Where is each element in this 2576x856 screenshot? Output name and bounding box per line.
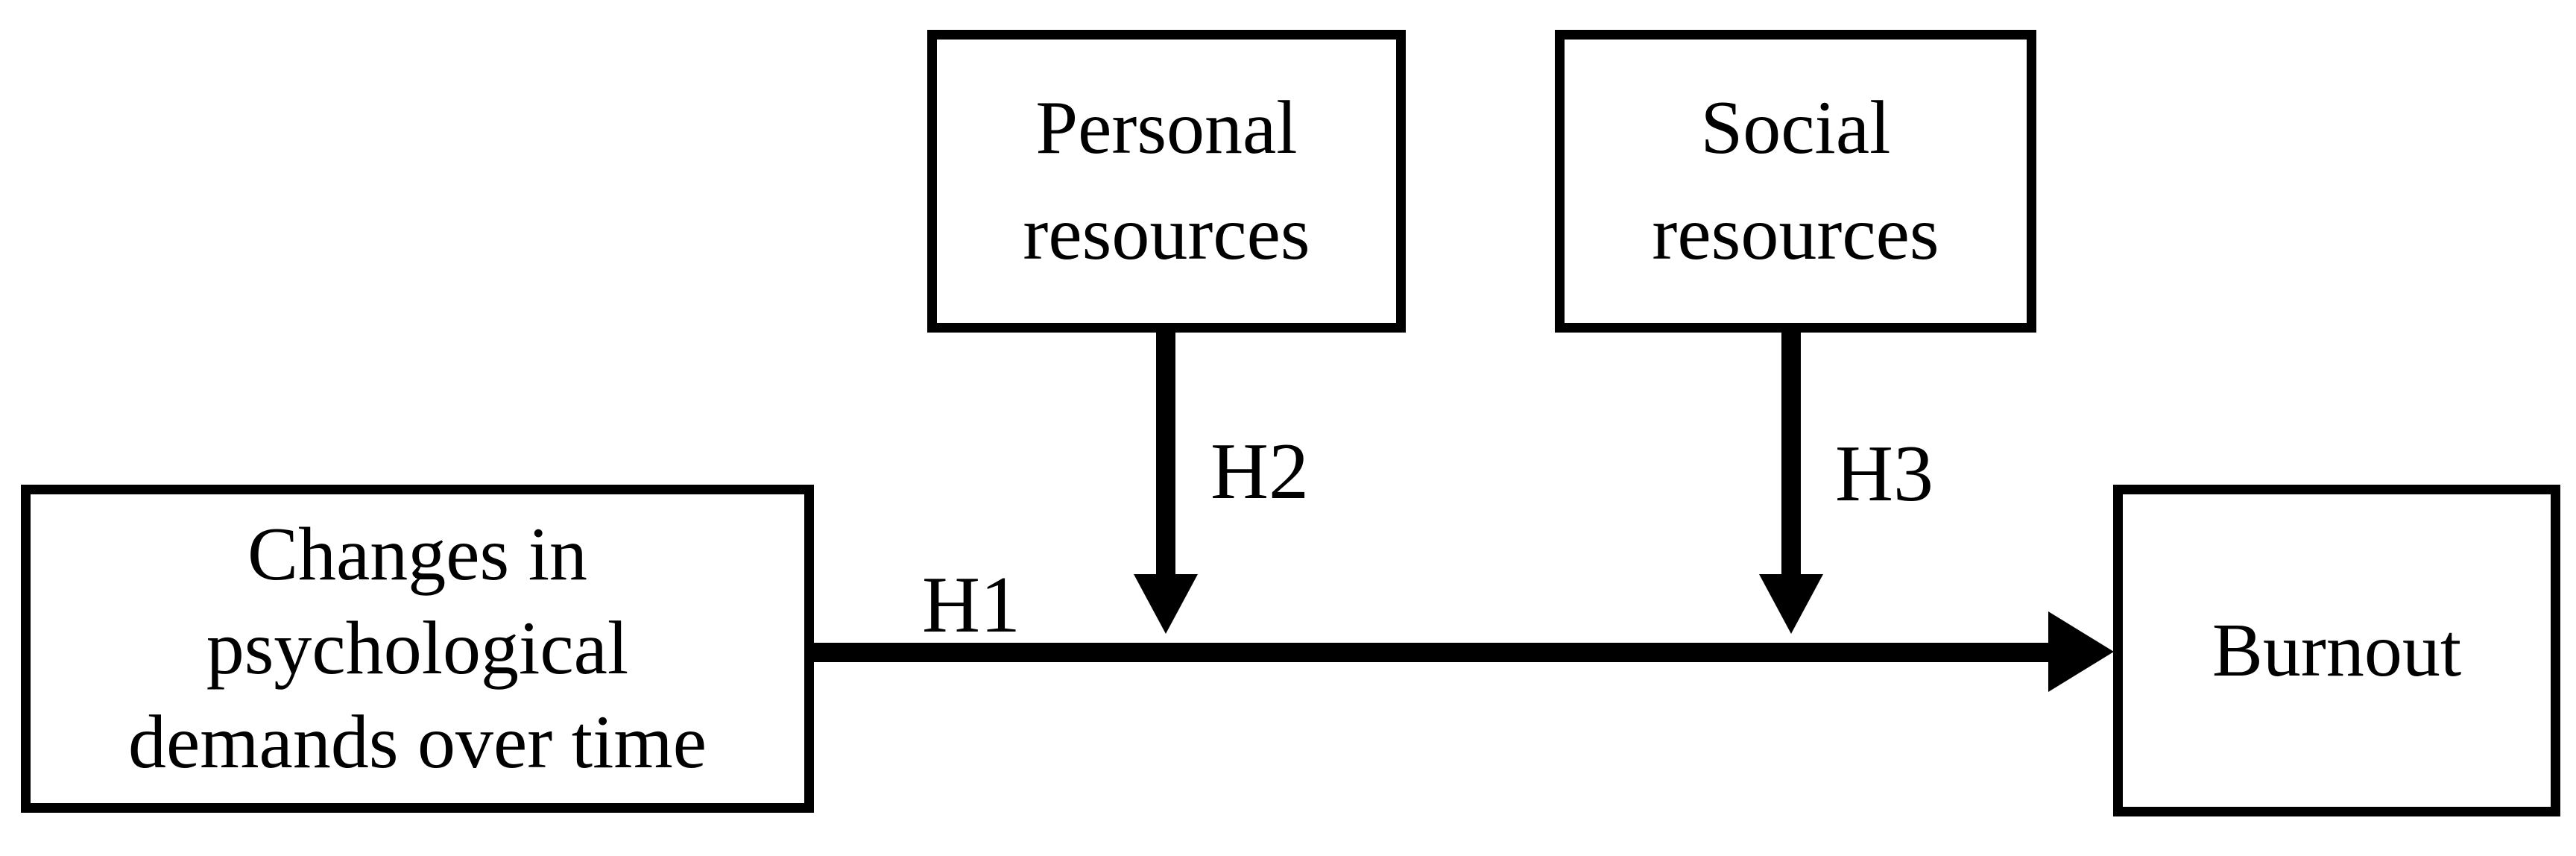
box-text-line: Social	[1700, 86, 1891, 170]
box-text-line: Changes in	[247, 512, 588, 597]
h2-label: H2	[1210, 427, 1309, 516]
h2-arrowhead-down-icon	[1134, 574, 1198, 634]
box-text-line: psychological	[206, 606, 629, 690]
h1-arrowhead-right-icon	[2048, 611, 2114, 692]
h3-arrow-shaft	[1781, 333, 1801, 576]
personal-resources-box: Personal resources	[927, 30, 1406, 333]
changes-in-psychological-demands-box: Changes in psychological demands over ti…	[21, 485, 814, 813]
h2-arrow-shaft	[1156, 333, 1175, 576]
box-text-line: resources	[1023, 192, 1310, 276]
box-text-line: Burnout	[2212, 608, 2462, 693]
box-text-line: resources	[1652, 192, 1939, 276]
burnout-box: Burnout	[2113, 485, 2560, 816]
box-text-line: Personal	[1035, 86, 1298, 170]
h1-label: H1	[922, 561, 1020, 649]
social-resources-box: Social resources	[1555, 30, 2036, 333]
box-text-line: demands over time	[127, 700, 707, 784]
h3-label: H3	[1835, 429, 1933, 518]
h1-arrow-shaft	[814, 643, 2048, 662]
h3-arrowhead-down-icon	[1759, 574, 1823, 634]
